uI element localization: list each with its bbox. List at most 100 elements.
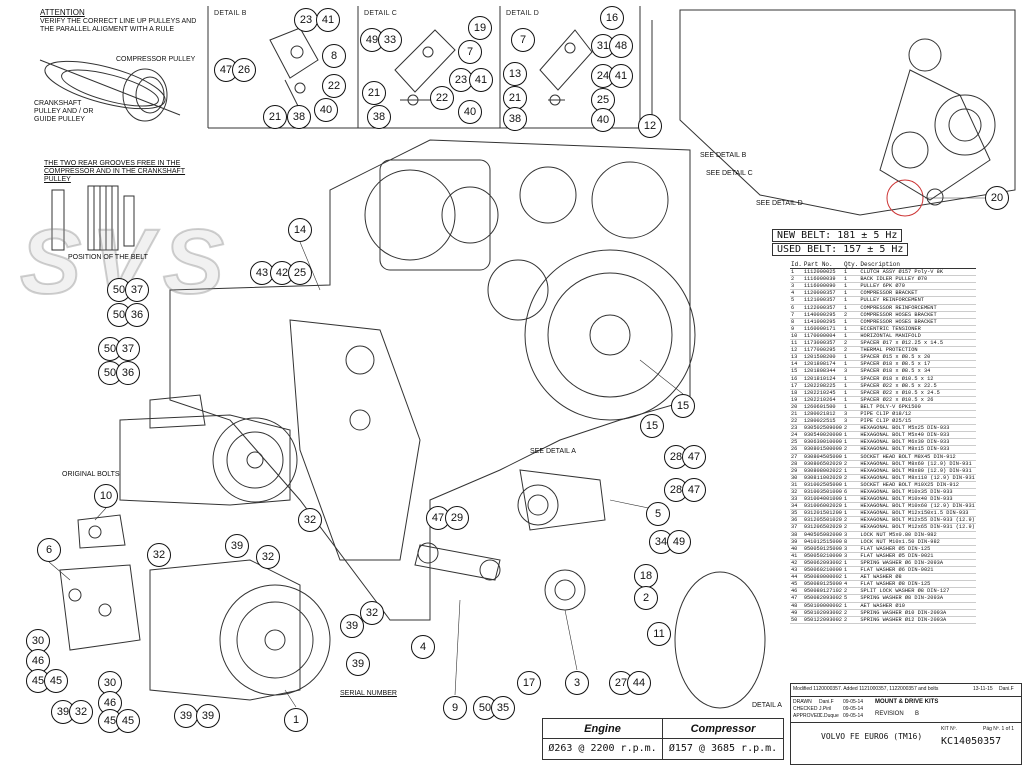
- table-cell: 7: [790, 311, 803, 319]
- table-cell: HEXAGONAL BOLT M10x60 (12.9) DIN-931: [859, 502, 976, 511]
- table-cell: 1: [842, 602, 860, 610]
- compressor-new: [149, 559, 331, 701]
- callout-39: 39: [174, 704, 198, 728]
- detail-c-title: DETAIL C: [364, 10, 398, 17]
- callout-16: 16: [600, 6, 624, 30]
- table-cell: 30: [790, 474, 803, 482]
- callout-47: 47: [682, 478, 706, 502]
- callout-7: 7: [511, 28, 535, 52]
- callout-41: 41: [316, 8, 340, 32]
- table-cell: 1: [842, 389, 860, 397]
- table-cell: 931002505000: [802, 481, 843, 490]
- table-cell: 1170000004: [802, 332, 843, 341]
- table-cell: SPLIT LOCK WASHER Ø8 DIN-127: [859, 587, 976, 596]
- table-cell: HEXAGONAL BOLT M12x55 DIN-933 (12.9): [859, 516, 976, 525]
- table-cell: SPACER Ø18 x Ø8.5 x 34: [859, 367, 976, 376]
- table-cell: 1116000039: [802, 275, 843, 284]
- table-cell: 2: [842, 474, 860, 482]
- engine-label: Engine: [543, 719, 663, 739]
- approved-name: C.Duque: [819, 713, 839, 719]
- detail-b-bracket: [269, 27, 319, 111]
- callout-22: 22: [322, 74, 346, 98]
- callout-9: 9: [443, 696, 467, 720]
- table-cell: 33: [790, 495, 803, 504]
- table-cell: 931004001000: [802, 495, 843, 504]
- table-cell: 48: [790, 602, 803, 610]
- table-cell: 1201508200: [802, 353, 843, 362]
- callout-8: 8: [322, 44, 346, 68]
- callout-39: 39: [196, 704, 220, 728]
- table-cell: 18: [790, 389, 803, 397]
- modification-date: 13-11-15: [973, 686, 993, 692]
- table-cell: BACK IDLER PULLEY Ø70: [859, 275, 976, 284]
- table-cell: HEXAGONAL BOLT M10x35 DIN-933: [859, 488, 976, 497]
- parts-header-cell: Qty.: [842, 261, 860, 270]
- parts-header-cell: Description: [859, 262, 976, 270]
- table-cell: 41: [790, 552, 803, 560]
- table-cell: ECCENTRIC TENSIONER: [859, 325, 976, 333]
- table-cell: 1201808174: [802, 360, 843, 369]
- callout-38: 38: [287, 105, 311, 129]
- callout-37: 37: [116, 337, 140, 361]
- table-cell: 14: [790, 360, 803, 369]
- drawn-label: DRAWN: [793, 699, 812, 705]
- table-cell: LOCK NUT M5x0.80 DIN-982: [859, 531, 976, 539]
- table-cell: 3: [842, 545, 860, 553]
- table-cell: 17: [790, 382, 803, 390]
- table-cell: 1: [842, 375, 860, 383]
- kit-type: MOUNT & DRIVE KITS: [875, 699, 939, 705]
- table-cell: HEXAGONAL BOLT M8x60 (12.9) DIN-931: [859, 460, 976, 468]
- callout-32: 32: [147, 543, 171, 567]
- table-cell: 930801500000: [802, 445, 843, 454]
- table-cell: 930804505000: [802, 453, 843, 461]
- table-cell: 1: [842, 382, 860, 390]
- table-cell: 3: [842, 417, 860, 426]
- table-cell: 4: [842, 580, 860, 589]
- table-cell: HEXAGONAL BOLT M5x40 DIN-933: [859, 431, 976, 440]
- table-cell: 950080127102: [802, 587, 843, 596]
- see-detail-a: SEE DETAIL A: [530, 448, 576, 455]
- compressor-value: Ø157 @ 3685 r.p.m.: [668, 743, 778, 754]
- table-cell: 1: [842, 495, 860, 504]
- table-cell: THERMAL PROTECTION: [859, 346, 976, 355]
- table-cell: 2: [842, 346, 860, 355]
- vehicle-model: VOLVO FE EURO6 (TM16): [821, 732, 923, 741]
- callout-21: 21: [503, 86, 527, 110]
- table-cell: 930540020000: [802, 431, 843, 440]
- table-cell: HEXAGONAL BOLT M12x65 DIN-931 (12.9): [859, 523, 976, 532]
- table-cell: 50: [790, 616, 803, 624]
- table-cell: 950080125000: [802, 580, 843, 589]
- approved-label: APPROVED: [793, 713, 821, 719]
- compressor-reinforcement: [59, 514, 141, 651]
- table-cell: 1: [842, 289, 860, 298]
- table-cell: 8: [790, 318, 803, 326]
- callout-21: 21: [263, 105, 287, 129]
- table-cell: 1: [842, 318, 860, 326]
- new-belt-frequency: NEW BELT: 181 ± 5 Hz: [772, 229, 903, 242]
- table-cell: 38: [790, 531, 803, 539]
- position-of-belt-label: POSITION OF THE BELT: [68, 254, 148, 261]
- table-cell: SPACER Ø22 x Ø10.5 x 26: [859, 396, 976, 404]
- engine-overview-sketch: [679, 9, 1016, 217]
- table-cell: 2: [842, 445, 860, 454]
- callout-36: 36: [125, 303, 149, 327]
- table-cell: 950050210000: [802, 552, 843, 560]
- table-cell: SPACER Ø17 x Ø12.25 x 14.5: [859, 339, 976, 348]
- table-cell: 3: [790, 282, 803, 291]
- table-cell: 22: [790, 417, 803, 426]
- compressor-pulley-label: COMPRESSOR PULLEY: [116, 56, 196, 63]
